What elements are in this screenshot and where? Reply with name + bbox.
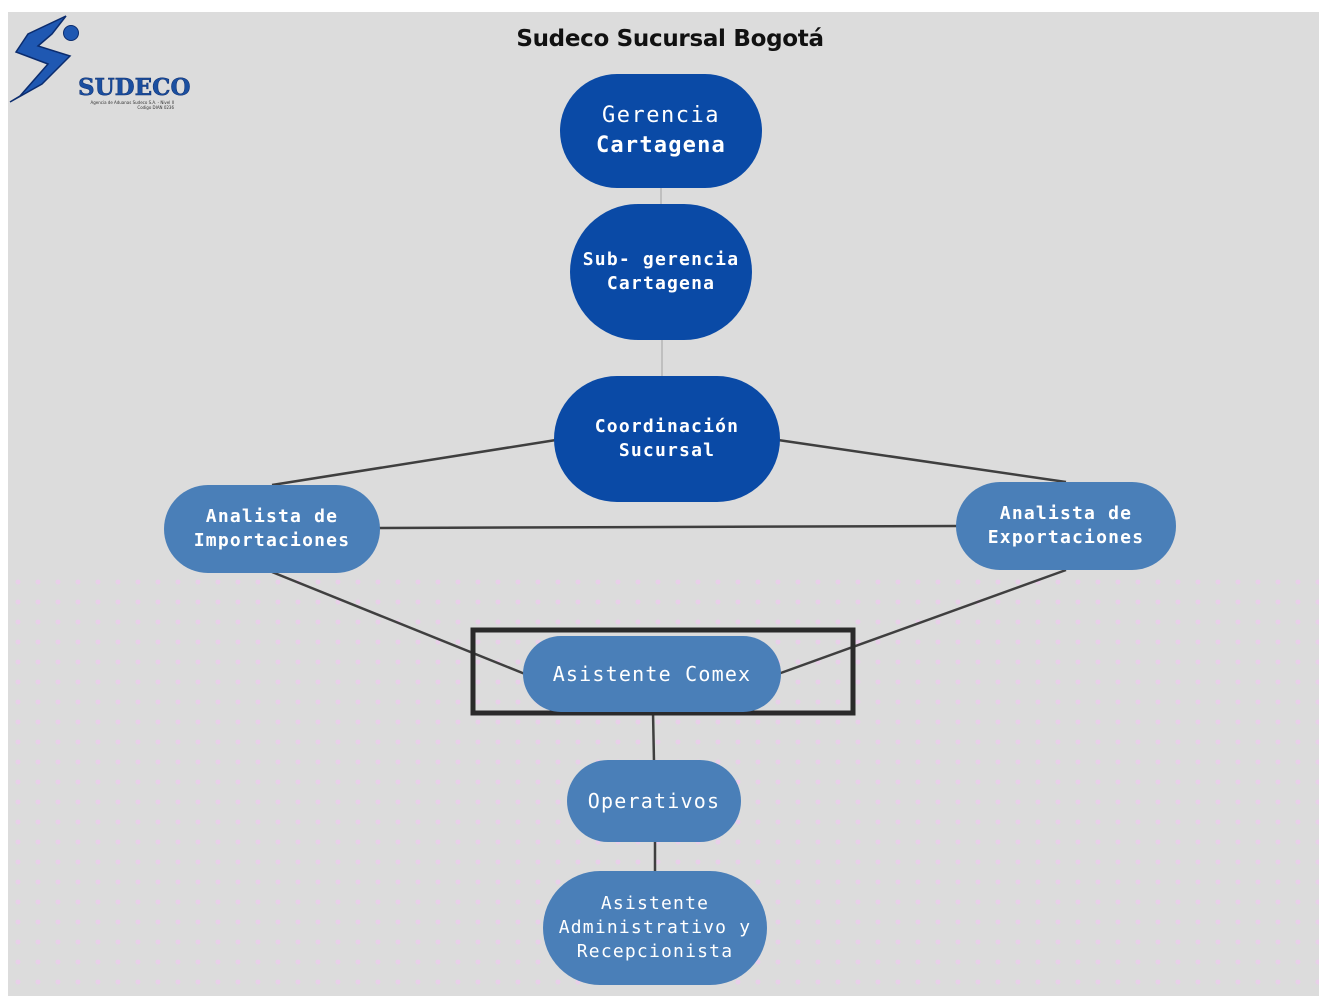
node-exportaciones-line-2: Exportaciones	[987, 527, 1145, 548]
logo-brand-text: SUDECO	[78, 74, 191, 102]
node-gerencia-line-1: Gerencia	[602, 103, 720, 129]
node-asistente-admin-line-3: Recepcionista	[576, 941, 734, 963]
node-asistente-comex: Asistente Comex	[523, 636, 781, 712]
node-operativos: Operativos	[567, 760, 741, 842]
diagram-title: Sudeco Sucursal Bogotá	[516, 26, 824, 52]
node-gerencia-cartagena: Gerencia Cartagena	[560, 74, 762, 188]
node-subgerencia-line-2: Cartagena	[606, 273, 716, 294]
node-coordinacion-sucursal: Coordinación Sucursal	[554, 376, 780, 502]
highlight-box	[470, 627, 856, 716]
node-gerencia-line-2: Cartagena	[595, 133, 726, 158]
connector-coordinacion-importaciones	[271, 438, 557, 487]
node-coordinacion-line-1: Coordinación	[594, 415, 740, 437]
connector-coordinacion-exportaciones	[777, 438, 1067, 484]
node-analista-exportaciones: Analista de Exportaciones	[956, 482, 1176, 570]
node-analista-importaciones: Analista de Importaciones	[164, 485, 380, 573]
node-importaciones-line-2: Importaciones	[193, 530, 351, 551]
logo-fine-print-line-1: Agencia de Aduanas Sudeco S.A. - Nivel I…	[90, 100, 174, 105]
node-operativos-label: Operativos	[587, 788, 721, 813]
node-subgerencia-line-1: Sub- gerencia	[582, 248, 740, 270]
sudeco-logo: SUDECO Agencia de Aduanas Sudeco S.A. - …	[8, 12, 191, 112]
node-importaciones-line-1: Analista de	[205, 505, 339, 527]
node-subgerencia-cartagena: Sub- gerencia Cartagena	[570, 204, 752, 340]
logo-fine-print-line-2: Codigo DIAN 0236	[137, 105, 174, 111]
node-asistente-admin-line-2: Administrativo y	[558, 916, 752, 938]
sudeco-s-logo-icon	[9, 15, 79, 103]
connector-exportaciones-comex	[777, 568, 1067, 676]
connector-comex-operativos	[651, 711, 656, 763]
node-asistente-admin-line-1: Asistente	[600, 892, 710, 914]
node-exportaciones-line-1: Analista de	[999, 502, 1133, 524]
logo-fine-print: Agencia de Aduanas Sudeco S.A. - Nivel I…	[88, 100, 174, 110]
node-asistente-administrativo: Asistente Administrativo y Recepcionista	[543, 871, 767, 985]
node-asistente-comex-label: Asistente Comex	[552, 661, 752, 686]
connector-importaciones-exportaciones	[377, 524, 959, 530]
node-coordinacion-line-2: Sucursal	[618, 440, 716, 461]
connector-importaciones-comex	[271, 570, 526, 676]
